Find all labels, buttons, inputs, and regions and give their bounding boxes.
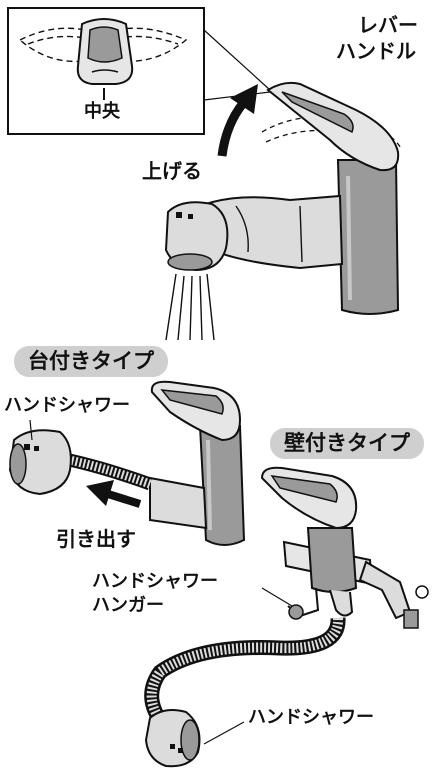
raise-arrow-icon (217, 84, 258, 157)
hand-shower-bottom-leader (203, 721, 245, 745)
wall-type-badge: 壁付きタイプ (270, 428, 424, 460)
hand-shower-bottom-label: ハンドシャワー (248, 707, 374, 728)
raise-label: 上げる (142, 159, 202, 183)
hanger-leader (261, 587, 293, 607)
center-label: 中央 (84, 101, 120, 122)
pull-out-arrow-icon (86, 480, 142, 508)
deck-faucet-illustration (8, 380, 246, 546)
hanger-label-line2: ハンガー (92, 595, 164, 616)
hanger-label-line1: ハンドシャワー (92, 571, 218, 592)
deck-type-badge: 台付きタイプ (14, 346, 168, 378)
lever-handle-label-line2: ハンドル (336, 39, 416, 63)
center-inset (7, 7, 205, 135)
inset-leader-lines (203, 29, 271, 101)
top-faucet-illustration (164, 81, 403, 341)
wall-faucet-illustration (144, 466, 429, 768)
pull-out-label: 引き出す (56, 527, 136, 551)
lever-handle-label-line1: レバー (358, 13, 418, 37)
hand-shower-top-label: ハンドシャワー (4, 395, 130, 416)
hand-shower-top-leader (29, 419, 33, 441)
